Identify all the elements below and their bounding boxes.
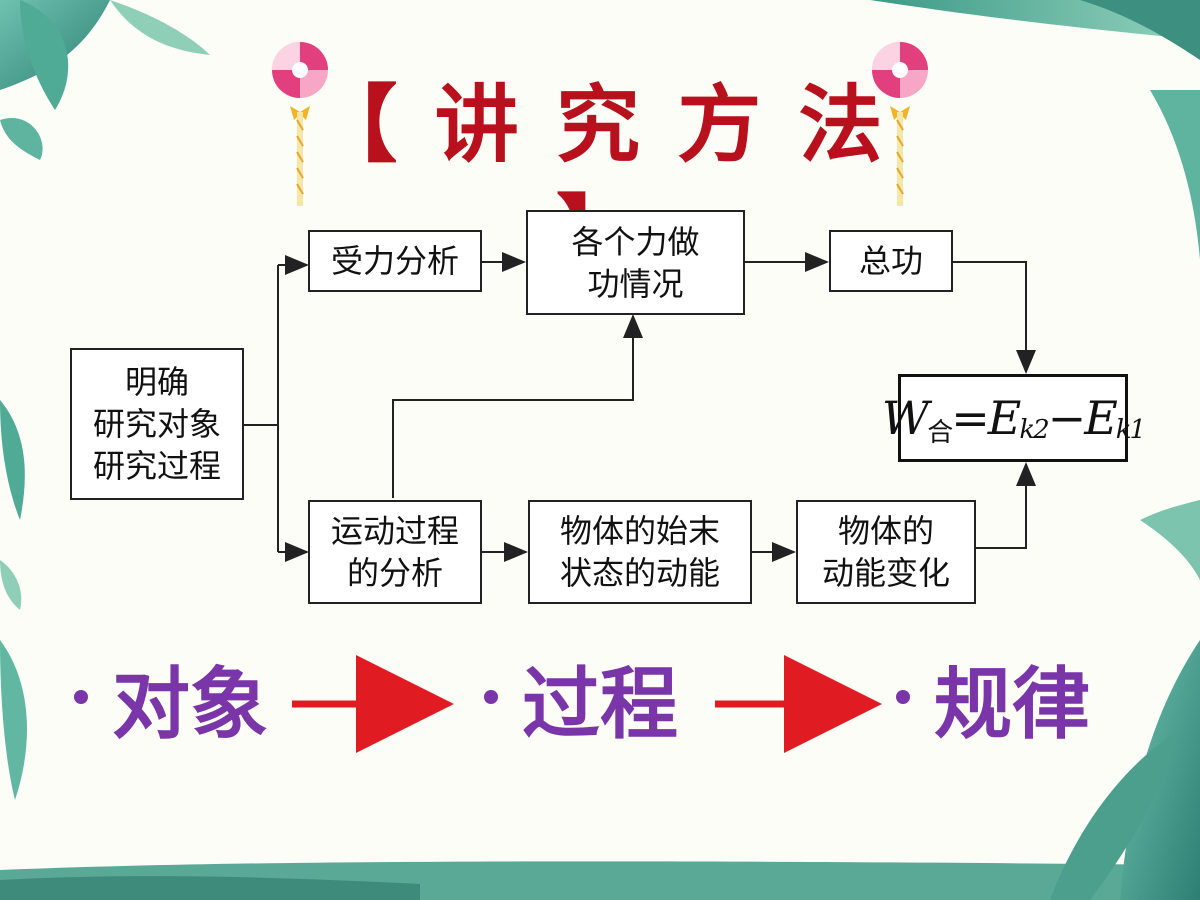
step-law: 规律 [934,660,1091,750]
bullet-dot [484,690,498,704]
start-box: 明确 研究对象 研究过程 [70,348,244,500]
ke-change-text: 物体的 动能变化 [821,512,950,592]
bullet-dot [74,690,88,704]
formula-e2-sub: k1 [1115,415,1146,445]
total-work-box: 总功 [829,230,953,292]
formula-eq: = [951,391,990,445]
formula-e2: E [1084,391,1118,445]
initial-final-ke-text: 物体的始末 状态的动能 [559,512,720,592]
formula-e1: E [987,391,1022,445]
motion-analysis-box: 运动过程 的分析 [308,500,482,604]
step-process: 过程 [522,660,679,750]
work-of-forces-text: 各个力做 功情况 [571,222,700,303]
lollipop-icon [272,42,328,206]
formula-w: W [881,391,929,445]
force-analysis-box: 受力分析 [308,230,482,292]
step-object: 对象 [112,660,269,750]
ke-change-box: 物体的 动能变化 [796,500,976,604]
total-work-text: 总功 [858,242,923,280]
motion-analysis-text: 运动过程 的分析 [330,512,459,592]
formula-w-sub: 合 [927,417,953,448]
force-analysis-text: 受力分析 [330,242,459,280]
bullet-dot [896,690,910,704]
lollipop-icon [872,42,928,206]
formula-minus: − [1047,391,1087,445]
formula-e1-sub: k2 [1019,415,1049,445]
start-box-text: 明确 研究对象 研究过程 [92,363,221,485]
initial-final-ke-box: 物体的始末 状态的动能 [528,500,752,604]
work-of-forces-box: 各个力做 功情况 [526,210,745,315]
